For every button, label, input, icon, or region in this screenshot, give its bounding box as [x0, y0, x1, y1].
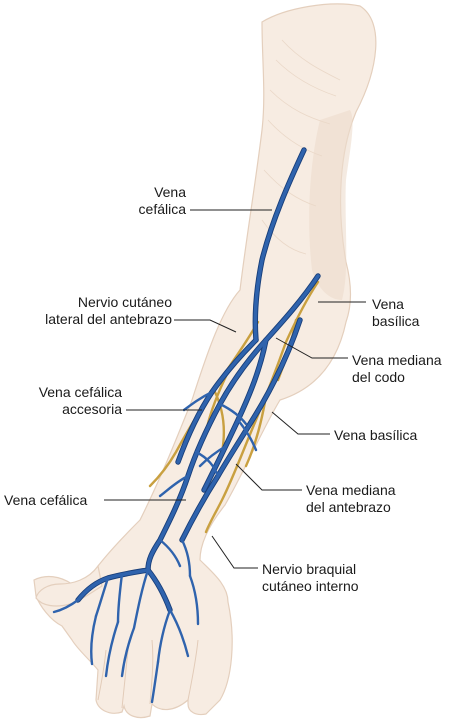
- label-vena-cefalica-lower: Vena cefálica: [4, 492, 104, 509]
- leader-vena-mediana-antebrazo: [235, 463, 302, 491]
- label-vena-cefalica-upper: Vena cefálica: [96, 184, 186, 218]
- leader-vena-basilica-lower: [271, 411, 330, 435]
- label-nervio-cutaneo-lateral: Nervio cutáneo lateral del antebrazo: [2, 294, 172, 328]
- veins: [52, 147, 321, 704]
- skin-texture: [261, 39, 341, 255]
- label-line: cutáneo interno: [262, 578, 359, 594]
- label-line: Vena: [154, 184, 186, 200]
- leader-nervio-cutaneo-lateral: [174, 319, 237, 333]
- vena-basilica-lower-path: [180, 318, 302, 542]
- arm-shading: [309, 110, 353, 300]
- arm-silhouette: [33, 3, 377, 719]
- label-line: lateral del antebrazo: [45, 311, 172, 327]
- leader-vena-mediana-codo: [275, 337, 348, 359]
- minor-veins: [52, 390, 258, 704]
- leader-nervio-braquial: [211, 535, 258, 569]
- arm-body: [33, 3, 377, 719]
- label-line: Vena basílica: [334, 427, 418, 443]
- label-line: Vena cefálica: [38, 384, 122, 400]
- label-line: Vena: [372, 296, 404, 312]
- label-line: del antebrazo: [306, 499, 391, 515]
- label-line: Vena cefálica: [4, 492, 88, 508]
- label-vena-cefalica-accesoria: Vena cefálica accesoria: [4, 384, 122, 418]
- vena-cefalica-upper-path: [253, 148, 306, 342]
- label-line: accesoria: [62, 401, 122, 417]
- label-line: basílica: [372, 313, 420, 329]
- label-vena-mediana-antebrazo: Vena mediana del antebrazo: [306, 482, 430, 516]
- label-vena-basilica-upper: Vena basílica: [372, 296, 452, 330]
- hand-vein-center: [146, 568, 172, 612]
- finger-creases: [97, 639, 199, 709]
- label-line: Nervio braquial: [262, 561, 357, 577]
- label-line: Nervio cutáneo: [77, 294, 172, 310]
- vena-basilica-upper-path: [264, 274, 320, 342]
- label-nervio-braquial: Nervio braquial cutáneo interno: [262, 561, 392, 595]
- label-vena-basilica-lower: Vena basílica: [334, 427, 444, 444]
- leader-lines: [104, 209, 366, 569]
- label-line: del codo: [352, 369, 405, 385]
- label-line: Vena mediana: [352, 352, 442, 368]
- label-line: Vena mediana: [306, 482, 396, 498]
- label-line: cefálica: [138, 201, 186, 217]
- label-vena-mediana-codo: Vena mediana del codo: [352, 352, 456, 386]
